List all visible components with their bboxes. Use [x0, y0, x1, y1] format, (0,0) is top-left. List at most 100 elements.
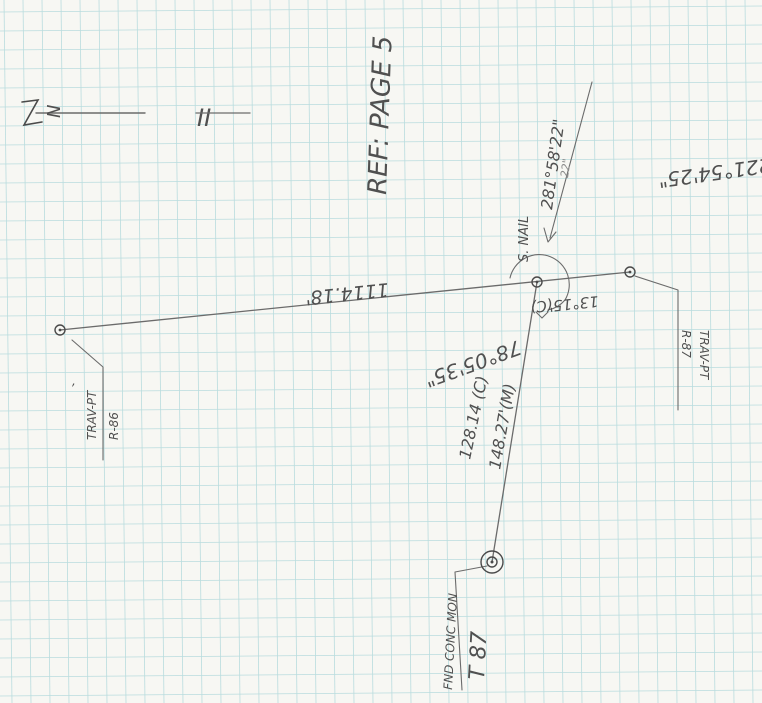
north-arrow-letter: N	[44, 105, 65, 118]
reference-note: REF: PAGE 5	[363, 35, 399, 195]
dist-lower-c: 128.14 (C)	[455, 374, 491, 461]
grid-line-vertical	[3, 0, 13, 703]
monument-tie-line	[454, 565, 488, 691]
grid-line-horizontal	[0, 499, 762, 507]
grid-line-vertical	[250, 0, 260, 703]
grid-line-horizontal	[0, 613, 762, 621]
grid-line-horizontal	[0, 442, 762, 450]
grid-line-vertical	[60, 0, 70, 703]
grid-line-horizontal	[0, 480, 762, 488]
grid-line-vertical	[554, 0, 564, 703]
left-tick-mark: ,	[72, 374, 76, 388]
grid-line-horizontal	[0, 100, 762, 108]
grid-line-horizontal	[0, 195, 762, 203]
grid-line-horizontal	[0, 366, 762, 374]
grid-line-vertical	[98, 0, 108, 703]
grid-line-vertical	[440, 0, 450, 703]
right-traverse-point	[624, 266, 636, 278]
grid-line-vertical	[231, 0, 241, 703]
grid-line-vertical	[649, 0, 659, 703]
angle-ccw-faint: 22"	[558, 158, 574, 179]
grid-line-horizontal	[0, 271, 762, 279]
grid-line-vertical	[136, 0, 146, 703]
grid-line-vertical	[516, 0, 526, 703]
grid-line-horizontal	[0, 233, 762, 241]
mark-label: II	[197, 104, 211, 132]
grid-line-horizontal	[0, 62, 762, 70]
grid-line-vertical	[364, 0, 374, 703]
grid-line-vertical	[383, 0, 393, 703]
right-traverse-ref: R-87	[679, 330, 693, 358]
grid-line-vertical	[402, 0, 412, 703]
grid-line-horizontal	[0, 651, 762, 659]
grid-line-vertical	[535, 0, 545, 703]
grid-line-horizontal	[0, 176, 762, 184]
grid-line-horizontal	[0, 214, 762, 222]
line-nail-to-monument	[491, 281, 538, 563]
grid-line-horizontal	[0, 575, 762, 583]
angle-leader-line	[549, 81, 593, 239]
angle-small: 13°15'	[548, 292, 599, 315]
left-traverse-ref: R-86	[107, 412, 121, 440]
grid-line-horizontal	[0, 404, 762, 412]
grid-line-horizontal	[0, 670, 762, 678]
grid-line-vertical	[79, 0, 89, 703]
grid-line-vertical	[41, 0, 51, 703]
grid-line-vertical	[459, 0, 469, 703]
grid-line-horizontal	[0, 157, 762, 165]
grid-line-horizontal	[0, 518, 762, 526]
grid-line-horizontal	[0, 328, 762, 336]
grid-line-horizontal	[0, 537, 762, 545]
grid-line-horizontal	[0, 5, 762, 13]
grid-line-horizontal	[0, 461, 762, 469]
long-line-distance: 1114.18'	[304, 278, 390, 309]
left-tie-line	[71, 339, 104, 461]
grid-line-vertical	[212, 0, 222, 703]
grid-line-horizontal	[0, 423, 762, 431]
grid-line-vertical	[421, 0, 431, 703]
angle-small-note: (C)	[530, 296, 554, 316]
grid-line-horizontal	[0, 594, 762, 602]
grid-line-vertical	[573, 0, 583, 703]
grid-line-horizontal	[0, 43, 762, 51]
grid-line-vertical	[497, 0, 507, 703]
nail-point	[509, 254, 570, 319]
right-traverse-label: TRAV-PT	[697, 330, 711, 381]
grid-line-horizontal	[0, 556, 762, 564]
left-traverse-label: TRAV-PT	[85, 389, 99, 440]
grid-line-vertical	[725, 0, 735, 703]
grid-line-horizontal	[0, 290, 762, 298]
grid-line-vertical	[174, 0, 184, 703]
grid-line-vertical	[668, 0, 678, 703]
grid-line-vertical	[478, 0, 488, 703]
grid-line-vertical	[22, 0, 32, 703]
grid-line-vertical	[193, 0, 203, 703]
grid-line-vertical	[592, 0, 602, 703]
grid-line-horizontal	[0, 347, 762, 355]
grid-line-horizontal	[0, 24, 762, 32]
grid-line-vertical	[155, 0, 165, 703]
monument-label: FND CONC MON	[441, 593, 460, 690]
monument-ref: T 87	[465, 631, 493, 681]
grid-line-vertical	[687, 0, 697, 703]
grid-line-vertical	[744, 0, 754, 703]
grid-line-vertical	[706, 0, 716, 703]
north-arrow-icon: N	[21, 99, 146, 127]
grid-line-horizontal	[0, 81, 762, 89]
double-line-mark: II	[195, 104, 251, 132]
nail-label: S. NAIL	[517, 216, 532, 262]
grid-line-horizontal	[0, 632, 762, 640]
grid-line-horizontal	[0, 309, 762, 317]
right-tie-line	[634, 275, 679, 411]
grid-line-horizontal	[0, 119, 762, 127]
grid-line-vertical	[117, 0, 127, 703]
grid-line-horizontal	[0, 252, 762, 260]
grid-line-horizontal	[0, 689, 762, 697]
grid-line-horizontal	[0, 138, 762, 146]
line-left-to-right	[59, 271, 631, 331]
grid-line-vertical	[630, 0, 640, 703]
left-traverse-point	[54, 324, 66, 336]
